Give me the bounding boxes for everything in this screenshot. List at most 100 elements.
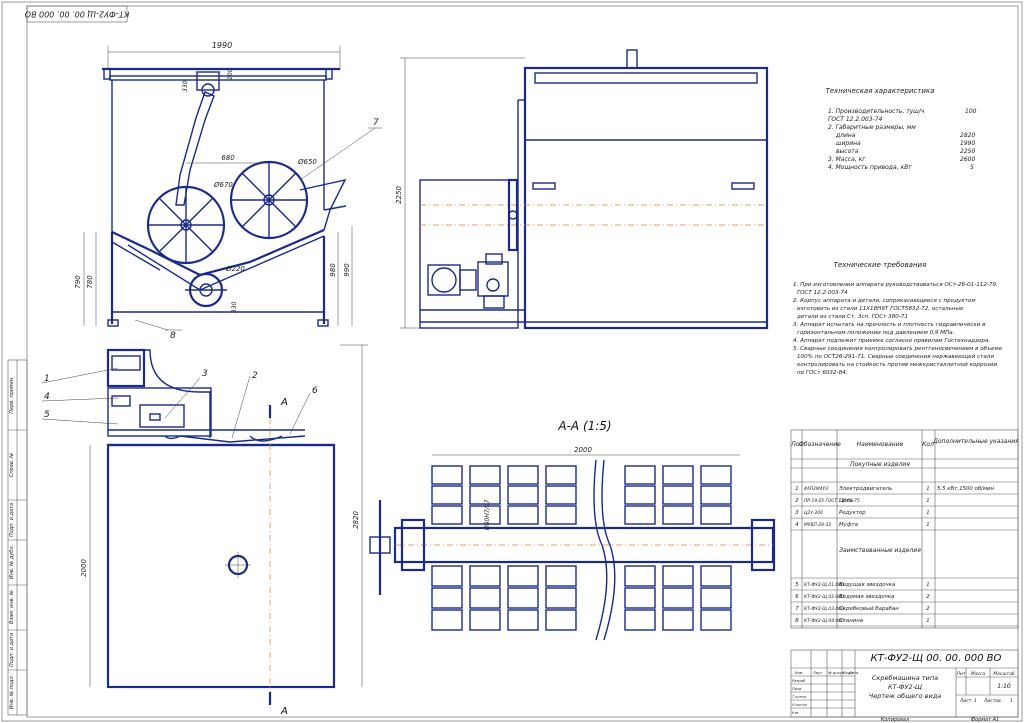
blade-bottom bbox=[507, 565, 539, 587]
strip-label-5: Взам. инв. № bbox=[9, 590, 15, 624]
blade-top bbox=[431, 465, 463, 485]
spec-cell: 2 bbox=[926, 594, 930, 600]
blade-bottom bbox=[662, 609, 694, 631]
tech-row-value-7: 5 bbox=[970, 164, 974, 171]
dim-d670: Ø670 bbox=[213, 181, 233, 189]
strip-label-6: Подп. и дата bbox=[9, 633, 15, 667]
tech-row-value-3: 2820 bbox=[960, 132, 975, 139]
sheet-label: Лист bbox=[959, 698, 972, 704]
callout-8: 8 bbox=[170, 331, 176, 341]
tech-row-label-7: 4. Мощность привода, кВт bbox=[828, 164, 912, 171]
spec-cell: 1 bbox=[926, 522, 929, 528]
blade-top bbox=[700, 465, 732, 485]
spec-cell: КТ-ФУ2-Щ 03.000 bbox=[804, 606, 844, 612]
spec-cell: 1 bbox=[926, 486, 929, 492]
blade-top bbox=[431, 505, 463, 525]
spec-table: Поз Обозначение Наименование Кол Дополни… bbox=[790, 429, 1019, 629]
title-code: КТ-ФУ2-Щ 00. 00. 000 ВО bbox=[871, 653, 1002, 664]
blade-top bbox=[507, 505, 539, 525]
spec-header-notes: Дополнительные указания bbox=[932, 438, 1019, 445]
spec-cell: 1 bbox=[926, 618, 929, 624]
tech-row-label-2: 2. Габаритные размеры, мм bbox=[828, 124, 916, 131]
tech-chars-title: Техническая характеристика bbox=[826, 87, 935, 95]
req-line-1: ГОСТ 12.2.003-74 bbox=[797, 290, 848, 296]
dim-h980: 980 bbox=[329, 263, 337, 277]
col-scale: Масштаб bbox=[993, 671, 1015, 677]
plan-dim-width: 2000 bbox=[80, 559, 88, 577]
plan-callout-1: 1 bbox=[44, 374, 50, 384]
dim-h330b: 330 bbox=[231, 301, 238, 313]
spec-cell: Муфта bbox=[839, 522, 858, 528]
blade-bottom bbox=[700, 565, 732, 587]
row-izm: Изм bbox=[795, 671, 803, 675]
blade-top bbox=[662, 465, 694, 485]
technical-requirements: Технические требования 1. При изготовлен… bbox=[793, 261, 1003, 376]
blade-top bbox=[700, 505, 732, 525]
blade-bottom bbox=[700, 609, 732, 631]
strip-label-7: Инв. № подл. bbox=[9, 675, 15, 710]
req-line-8: 5. Сварные соединения контролировать рен… bbox=[793, 346, 1003, 352]
blade-top bbox=[624, 485, 656, 505]
format-label: Формат А1 bbox=[971, 717, 999, 723]
spec-cell: 5,5 кВт,1500 об/мин bbox=[937, 486, 995, 492]
spec-cell: МУВП-28-32 bbox=[804, 522, 831, 528]
dim-side-height: 2250 bbox=[395, 186, 403, 204]
tech-row-label-4: ширина bbox=[836, 140, 861, 147]
tech-row-label-6: 3. Масса, кг bbox=[828, 156, 866, 163]
spec-cell: 1 bbox=[795, 486, 798, 492]
tech-row-label-0: 1. Производительность, туш/ч bbox=[828, 108, 925, 115]
dim-h790: 790 bbox=[74, 275, 82, 289]
strip-label-3: Подп. и дата bbox=[9, 503, 15, 537]
blade-bottom bbox=[545, 587, 577, 609]
blade-top bbox=[469, 485, 501, 505]
blade-bottom bbox=[469, 609, 501, 631]
section-title: А-А (1:5) bbox=[557, 419, 611, 433]
spec-cell: Ведущая звездочка bbox=[839, 582, 895, 588]
section-dim-shaft: Ø80Н7/h7 bbox=[484, 499, 491, 531]
blade-bottom bbox=[545, 565, 577, 587]
blade-top bbox=[507, 485, 539, 505]
side-strip: Перв. примен. Справ. № Подп. и дата Инв.… bbox=[7, 359, 28, 716]
section-mark-bottom: А bbox=[280, 706, 288, 717]
req-line-6: горизонтальном положении под давлением 0… bbox=[797, 330, 955, 336]
blade-bottom bbox=[507, 609, 539, 631]
spec-header-code: Обозначение bbox=[799, 441, 841, 448]
scale-value: 1:10 bbox=[997, 683, 1011, 690]
plan-view: А А 2000 2820 1 4 5 3 2 6 bbox=[41, 344, 368, 717]
dim-h330: 330 bbox=[182, 80, 189, 92]
frame-code-box bbox=[26, 5, 128, 23]
blade-bottom bbox=[507, 587, 539, 609]
req-line-7: 4. Аппарат подлежит приемке согласно пра… bbox=[793, 338, 990, 344]
blade-row-bottom bbox=[431, 565, 732, 631]
section-dim-width: 2000 bbox=[574, 446, 592, 454]
blade-bottom bbox=[469, 565, 501, 587]
dim-width: 1990 bbox=[212, 41, 232, 50]
dim-d650: Ø650 bbox=[297, 158, 317, 166]
strip-label-2: Справ. № bbox=[9, 453, 15, 477]
blade-bottom bbox=[545, 609, 577, 631]
spec-cell: 5 bbox=[795, 582, 799, 588]
blade-top bbox=[545, 505, 577, 525]
spec-cell: Редуктор bbox=[839, 510, 866, 516]
req-line-5: 3. Аппарат испытать на прочность и плотн… bbox=[793, 322, 985, 328]
tech-row-label-5: высота bbox=[836, 148, 859, 155]
blade-bottom bbox=[662, 587, 694, 609]
callout-7: 7 bbox=[373, 118, 379, 128]
blade-top bbox=[624, 465, 656, 485]
blade-top bbox=[700, 485, 732, 505]
spec-header-name: Наименование bbox=[857, 441, 904, 448]
spec-cell: 6 bbox=[795, 594, 799, 600]
req-line-10: контролировать на стойкость против межкр… bbox=[797, 362, 997, 368]
plan-callout-5: 5 bbox=[44, 410, 50, 420]
req-line-4: детали из стали Ст. 3сп. ГОСт 380-71 bbox=[796, 314, 908, 320]
spec-cell: 2 bbox=[926, 606, 930, 612]
plan-callout-3: 3 bbox=[202, 369, 208, 379]
sheets-label: Листов bbox=[983, 698, 1001, 704]
blade-top bbox=[545, 465, 577, 485]
spec-cell: 1 bbox=[926, 510, 929, 516]
row-nkontr: Н.контр bbox=[792, 703, 808, 707]
